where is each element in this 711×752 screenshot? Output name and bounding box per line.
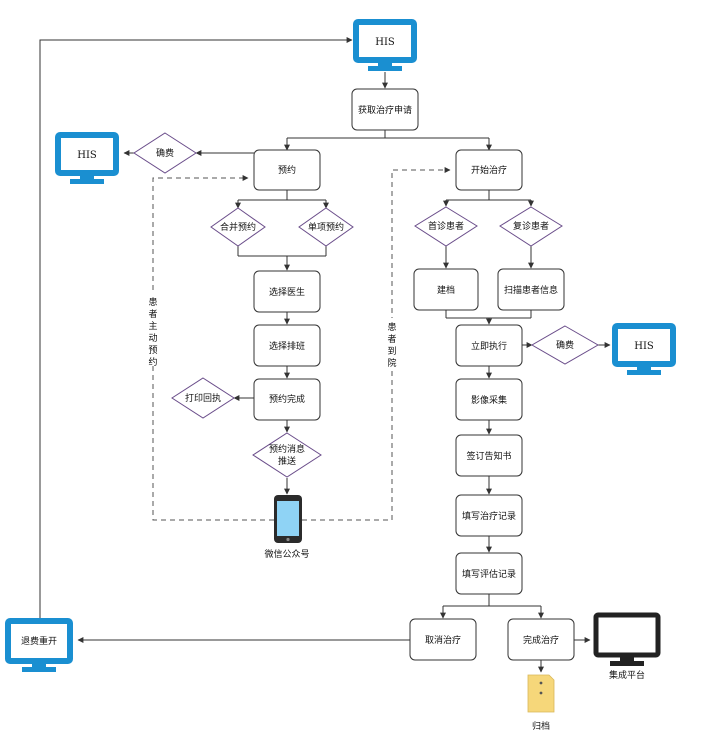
phone-icon [274, 495, 302, 543]
svg-text:复诊患者: 复诊患者 [513, 220, 549, 232]
svg-text:获取治疗申请: 获取治疗申请 [358, 104, 412, 116]
svg-text:到: 到 [387, 345, 396, 357]
refund-label: 退费重开 [21, 635, 57, 647]
svg-text:首诊患者: 首诊患者 [428, 220, 464, 232]
svg-text:打印回执: 打印回执 [185, 392, 221, 404]
svg-text:确费: 确费 [156, 147, 174, 159]
diamond-print-receipt: 打印回执 [171, 377, 235, 419]
his-top-label: HIS [375, 37, 395, 48]
monitor-his-left: HIS [55, 132, 119, 184]
integration-label: 集成平台 [609, 669, 645, 681]
node-create-record: 建档 [413, 268, 479, 311]
node-get-request: 获取治疗申请 [351, 88, 419, 131]
diamond-push-message: 预约消息 推送 [252, 432, 322, 478]
svg-text:确费: 确费 [556, 339, 574, 351]
node-scan-info: 扫描患者信息 [497, 268, 565, 311]
svg-text:取消治疗: 取消治疗 [425, 634, 461, 646]
patient-arrive-label: 患 者 到 院 [384, 318, 400, 369]
svg-text:单项预约: 单项预约 [308, 221, 344, 233]
patient-self-appt-label: 患 者 主 动 预 约 [145, 294, 161, 368]
node-appointment-done: 预约完成 [253, 378, 321, 421]
archive-note-icon [527, 674, 555, 713]
diamond-single-appt: 单项预约 [298, 207, 354, 247]
svg-text:影像采集: 影像采集 [471, 394, 507, 406]
his-left-label: HIS [77, 150, 97, 161]
svg-text:者: 者 [387, 334, 396, 345]
diamond-fee-left: 确费 [133, 132, 197, 174]
svg-text:填写评估记录: 填写评估记录 [462, 568, 516, 580]
svg-text:主: 主 [148, 320, 157, 332]
svg-text:选择排班: 选择排班 [269, 340, 305, 352]
node-image-capture: 影像采集 [455, 378, 523, 421]
diamond-merge-appt: 合并预约 [210, 207, 266, 247]
svg-text:患: 患 [148, 296, 157, 308]
svg-text:建档: 建档 [437, 284, 455, 296]
svg-text:立即执行: 立即执行 [471, 340, 507, 352]
node-fill-treatment: 填写治疗记录 [455, 494, 523, 537]
node-select-schedule: 选择排班 [253, 324, 321, 367]
svg-text:选择医生: 选择医生 [269, 286, 305, 298]
svg-text:预: 预 [148, 345, 157, 356]
svg-text:开始治疗: 开始治疗 [471, 164, 507, 176]
svg-text:预约: 预约 [278, 164, 296, 176]
node-appointment: 预约 [253, 149, 321, 191]
node-select-doctor: 选择医生 [253, 270, 321, 313]
node-sign-notice: 签订告知书 [455, 434, 523, 477]
node-execute-now: 立即执行 [455, 324, 523, 367]
wechat-label: 微信公众号 [264, 548, 309, 560]
svg-text:者: 者 [148, 309, 157, 320]
svg-text:扫描患者信息: 扫描患者信息 [504, 284, 558, 296]
svg-text:院: 院 [387, 357, 396, 369]
svg-text:完成治疗: 完成治疗 [523, 634, 559, 646]
svg-text:患: 患 [387, 321, 396, 333]
monitor-integration: 集成平台 [593, 612, 661, 681]
diamond-fee-right: 确费 [530, 325, 600, 365]
node-complete-treatment: 完成治疗 [507, 618, 575, 661]
svg-text:推送: 推送 [278, 455, 296, 467]
monitor-his-top: HIS [353, 19, 417, 71]
connectors [39, 37, 611, 673]
svg-text:合并预约: 合并预约 [220, 221, 256, 233]
node-start-treatment: 开始治疗 [455, 149, 523, 191]
node-fill-evaluation: 填写评估记录 [455, 552, 523, 595]
svg-text:约: 约 [148, 356, 157, 368]
svg-text:预约完成: 预约完成 [269, 393, 305, 405]
monitor-his-right: HIS [612, 323, 676, 375]
his-right-label: HIS [634, 341, 654, 352]
svg-text:签订告知书: 签订告知书 [466, 450, 511, 462]
diamond-revisit: 复诊患者 [499, 206, 563, 247]
diamond-first-visit: 首诊患者 [414, 206, 478, 247]
svg-text:预约消息: 预约消息 [269, 443, 305, 455]
archive-label: 归档 [532, 720, 550, 732]
svg-text:填写治疗记录: 填写治疗记录 [462, 510, 516, 522]
monitor-refund: 退费重开 [5, 618, 73, 672]
svg-text:动: 动 [148, 333, 157, 344]
node-cancel-treatment: 取消治疗 [409, 618, 477, 661]
